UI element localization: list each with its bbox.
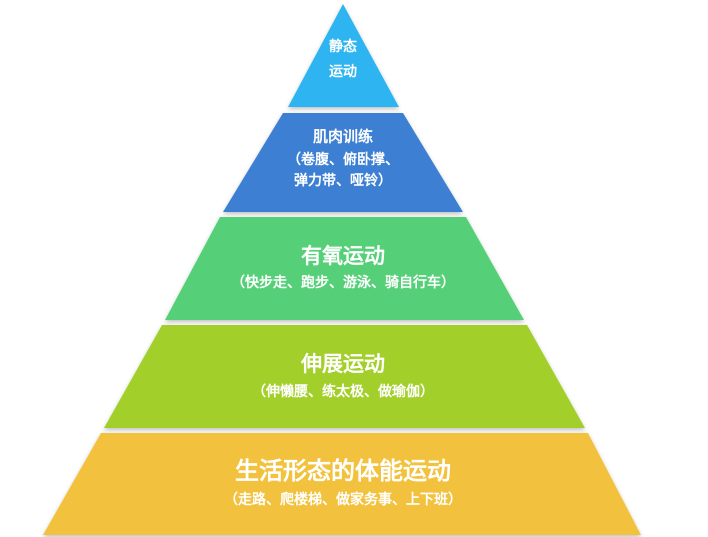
pyramid-tier-static-exercise: 静态 运动	[288, 4, 399, 107]
pyramid-tier-lifestyle-activity: 生活形态的体能运动 （走路、爬楼梯、做家务事、上下班）	[43, 433, 641, 535]
pyramid-tier-muscle-training: 肌肉训练 （卷腹、俯卧撑、 弹力带、哑铃）	[223, 113, 463, 212]
tier-shape	[288, 4, 399, 107]
tier-shape	[43, 433, 641, 535]
tier-label-title: 生活形态的体能运动	[235, 457, 451, 485]
tier-label-line-1: 静态	[329, 38, 357, 55]
tier-label-line-3: 弹力带、哑铃）	[294, 172, 392, 189]
tier-label-title: 肌肉训练	[313, 128, 373, 146]
pyramid-tier-stretching: 伸展运动 （伸懒腰、练太极、做瑜伽）	[104, 325, 585, 428]
tier-shape	[223, 113, 463, 212]
pyramid-tier-aerobic-exercise: 有氧运动 （快步走、跑步、游泳、骑自行车）	[165, 217, 524, 320]
tier-label-subtitle: （走路、爬楼梯、做家务事、上下班）	[224, 491, 462, 508]
tier-label-line-2: 运动	[329, 63, 357, 80]
tier-label-title: 伸展运动	[300, 352, 385, 376]
tier-shape	[104, 325, 585, 428]
tier-label-title: 有氧运动	[301, 244, 385, 268]
tier-label-subtitle: （伸懒腰、练太极、做瑜伽）	[252, 383, 434, 400]
tier-shape	[165, 217, 524, 320]
tier-label-subtitle: （快步走、跑步、游泳、骑自行车）	[231, 274, 455, 291]
tier-label-line-2: （卷腹、俯卧撑、	[287, 151, 399, 168]
